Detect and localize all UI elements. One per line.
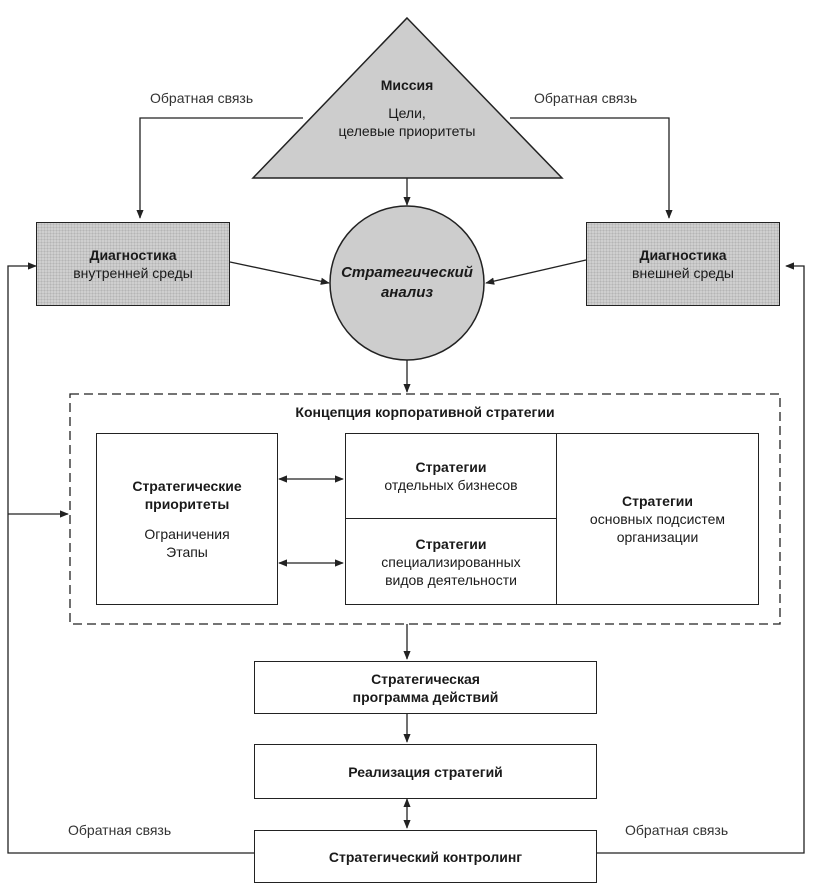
diagnostics-internal-subtitle: внутренней среды (73, 265, 193, 281)
subsystem-strategies-box: Стратегии основных подсистем организации (556, 433, 759, 605)
business-strategies-title: Стратегии (415, 459, 487, 475)
concept-title: Концепция корпоративной стратегии (295, 404, 555, 420)
implementation-box: Реализация стратегий (254, 744, 597, 799)
program-line2: программа действий (352, 688, 499, 705)
implementation-label: Реализация стратегий (348, 763, 503, 780)
feedback-arrow-top-right (510, 117, 673, 219)
feedback-arrow-top-left (136, 117, 303, 219)
specialized-strategies-title: Стратегии (415, 535, 487, 552)
priorities-constraints: Ограничения (144, 526, 230, 542)
subsystem-strategies-title: Стратегии (622, 493, 693, 509)
feedback-label-bottom-right: Обратная связь (625, 822, 729, 838)
business-strategies-subtitle: отдельных бизнесов (384, 477, 518, 493)
priorities-stages: Этапы (166, 544, 208, 560)
controlling-label: Стратегический контролинг (328, 848, 523, 865)
feedback-loop-left (7, 262, 254, 854)
feedback-label-bottom-left: Обратная связь (68, 822, 172, 838)
analysis-line1: Стратегический (341, 264, 473, 281)
diagnostics-external-subtitle: внешней среды (632, 265, 734, 281)
strategic-priorities-box: Стратегические приоритеты Ограничения Эт… (96, 433, 278, 605)
mission-goals: Цели, (388, 105, 426, 121)
diagnostics-external-title: Диагностика (639, 247, 727, 263)
mission-title: Миссия (380, 77, 434, 93)
diagnostics-external-box: Диагностика внешней среды (586, 222, 780, 306)
specialized-strategies-box: Стратегии специализированных видов деяте… (345, 518, 557, 605)
program-line1: Стратегическая (371, 670, 480, 687)
feedback-label-top-left: Обратная связь (150, 90, 254, 106)
priorities-title-line1: Стратегические (132, 478, 242, 494)
arrow-internal-analysis (229, 261, 330, 285)
subsystem-strategies-line1: основных подсистем (589, 511, 726, 527)
mission-node: Миссия Цели, целевые приоритеты (307, 76, 507, 140)
feedback-label-top-right: Обратная связь (534, 90, 638, 106)
diagnostics-internal-title: Диагностика (89, 247, 177, 263)
subsystem-strategies-line2: организации (616, 529, 699, 545)
action-program-box: Стратегическая программа действий (254, 661, 597, 714)
analysis-line2: анализ (380, 284, 434, 301)
feedback-loop-right (597, 262, 805, 854)
arrow-external-analysis (485, 259, 587, 285)
business-strategies-box: Стратегии отдельных бизнесов (345, 433, 557, 519)
controlling-box: Стратегический контролинг (254, 830, 597, 883)
concept-dashed-frame (69, 393, 781, 625)
strategic-analysis-node: Стратегический анализ (330, 263, 484, 303)
mission-priorities: целевые приоритеты (338, 123, 476, 139)
diagnostics-internal-box: Диагностика внутренней среды (36, 222, 230, 306)
specialized-strategies-line2: видов деятельности (385, 571, 517, 588)
specialized-strategies-line1: специализированных (381, 553, 521, 570)
priorities-title-line2: приоритеты (144, 496, 230, 512)
